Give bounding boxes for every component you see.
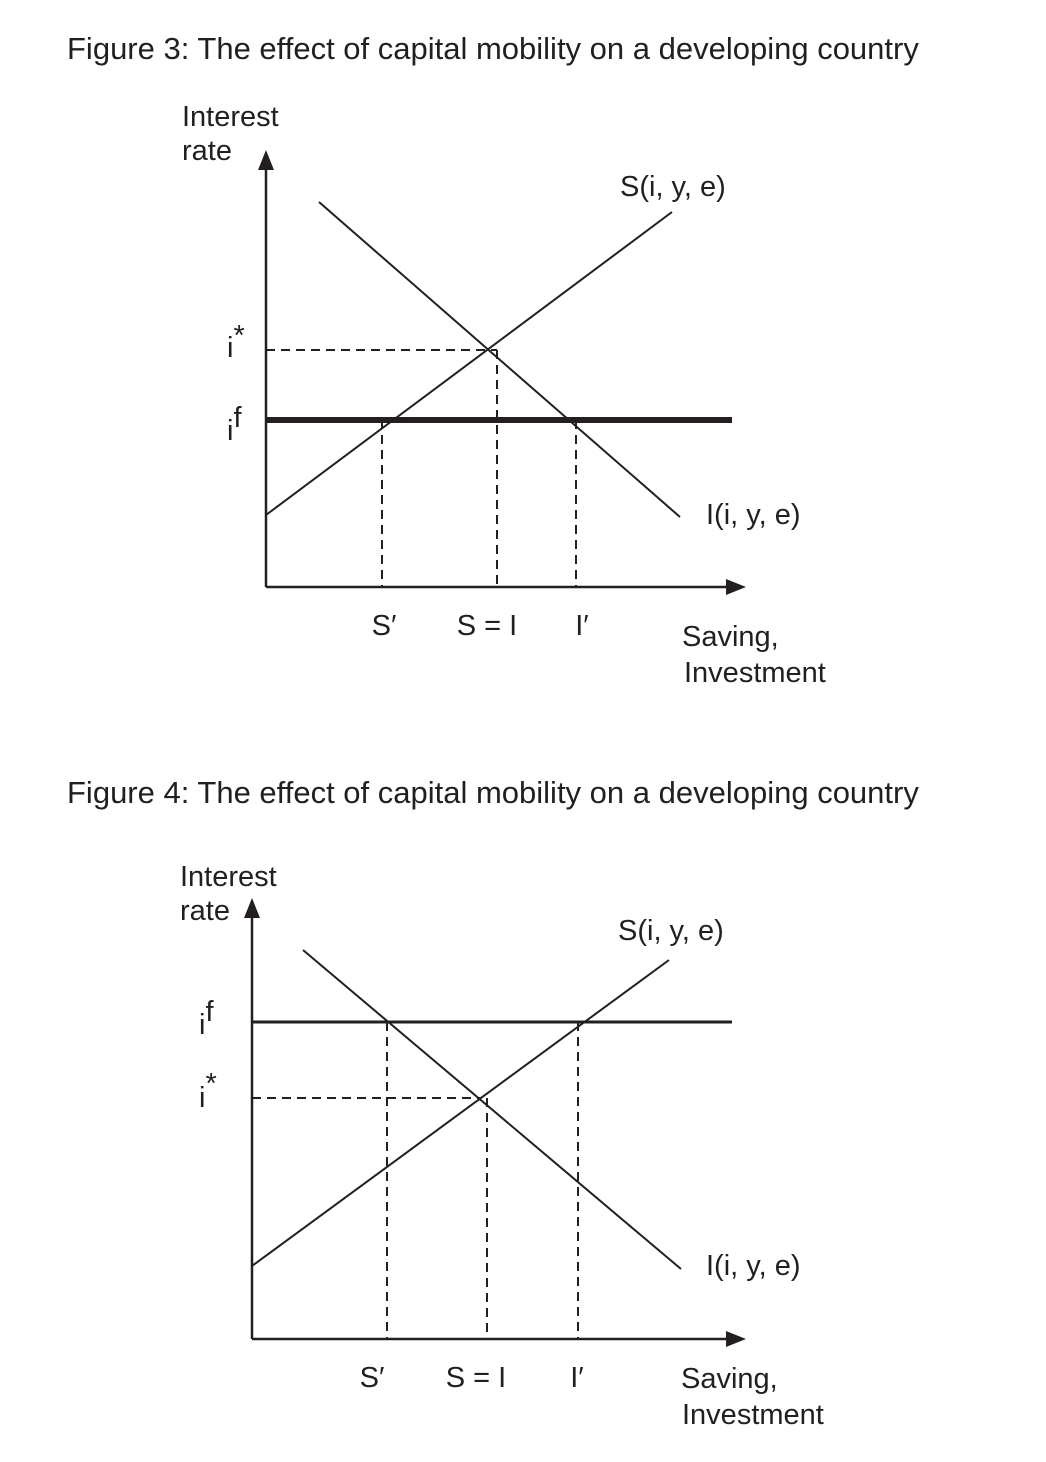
y-tick-domestic-rate: i* — [199, 1068, 217, 1114]
x-axis-label-line2: Investment — [682, 1399, 824, 1431]
investment-curve — [302, 949, 682, 1270]
y-axis-arrowhead — [244, 898, 260, 918]
x-axis-arrowhead — [726, 1331, 746, 1347]
y-tick-world-rate: if — [227, 402, 242, 447]
x-tick-equilibrium: S = I — [457, 610, 517, 642]
saving-curve — [265, 211, 673, 516]
investment-curve-label: I(i, y, e) — [706, 1250, 801, 1282]
y-tick-domestic-rate: i* — [227, 320, 245, 364]
x-axis-arrowhead — [726, 579, 746, 595]
y-tick-world-rate: if — [199, 996, 214, 1041]
investment-curve-label: I(i, y, e) — [706, 499, 801, 531]
x-axis-label-line2: Investment — [684, 657, 826, 689]
figure-4-diagram: Interest rate if i* S′ S = I I′ S(i, y, … — [180, 861, 824, 1431]
y-axis-label-line2: rate — [182, 135, 232, 167]
saving-curve — [251, 959, 670, 1267]
y-axis-arrowhead — [258, 150, 274, 170]
figure-3-diagram: Interest rate i* if S′ S = I I′ S(i, y, … — [182, 101, 826, 689]
x-axis-label-line1: Saving, — [682, 621, 779, 653]
x-tick-equilibrium: S = I — [446, 1362, 506, 1394]
figure-3-title: Figure 3: The effect of capital mobility… — [67, 31, 919, 66]
saving-curve-label: S(i, y, e) — [618, 915, 724, 947]
y-axis-label-line1: Interest — [180, 861, 277, 893]
figure-4-title: Figure 4: The effect of capital mobility… — [67, 775, 919, 810]
x-tick-saving: S′ — [372, 610, 397, 642]
investment-curve — [318, 201, 681, 518]
x-tick-investment: I′ — [575, 610, 589, 642]
saving-curve-label: S(i, y, e) — [620, 171, 726, 203]
x-tick-saving: S′ — [360, 1362, 385, 1394]
y-axis-label-line2: rate — [180, 895, 230, 927]
x-axis-label-line1: Saving, — [681, 1363, 778, 1395]
y-axis-label-line1: Interest — [182, 101, 279, 133]
x-tick-investment: I′ — [570, 1362, 584, 1394]
